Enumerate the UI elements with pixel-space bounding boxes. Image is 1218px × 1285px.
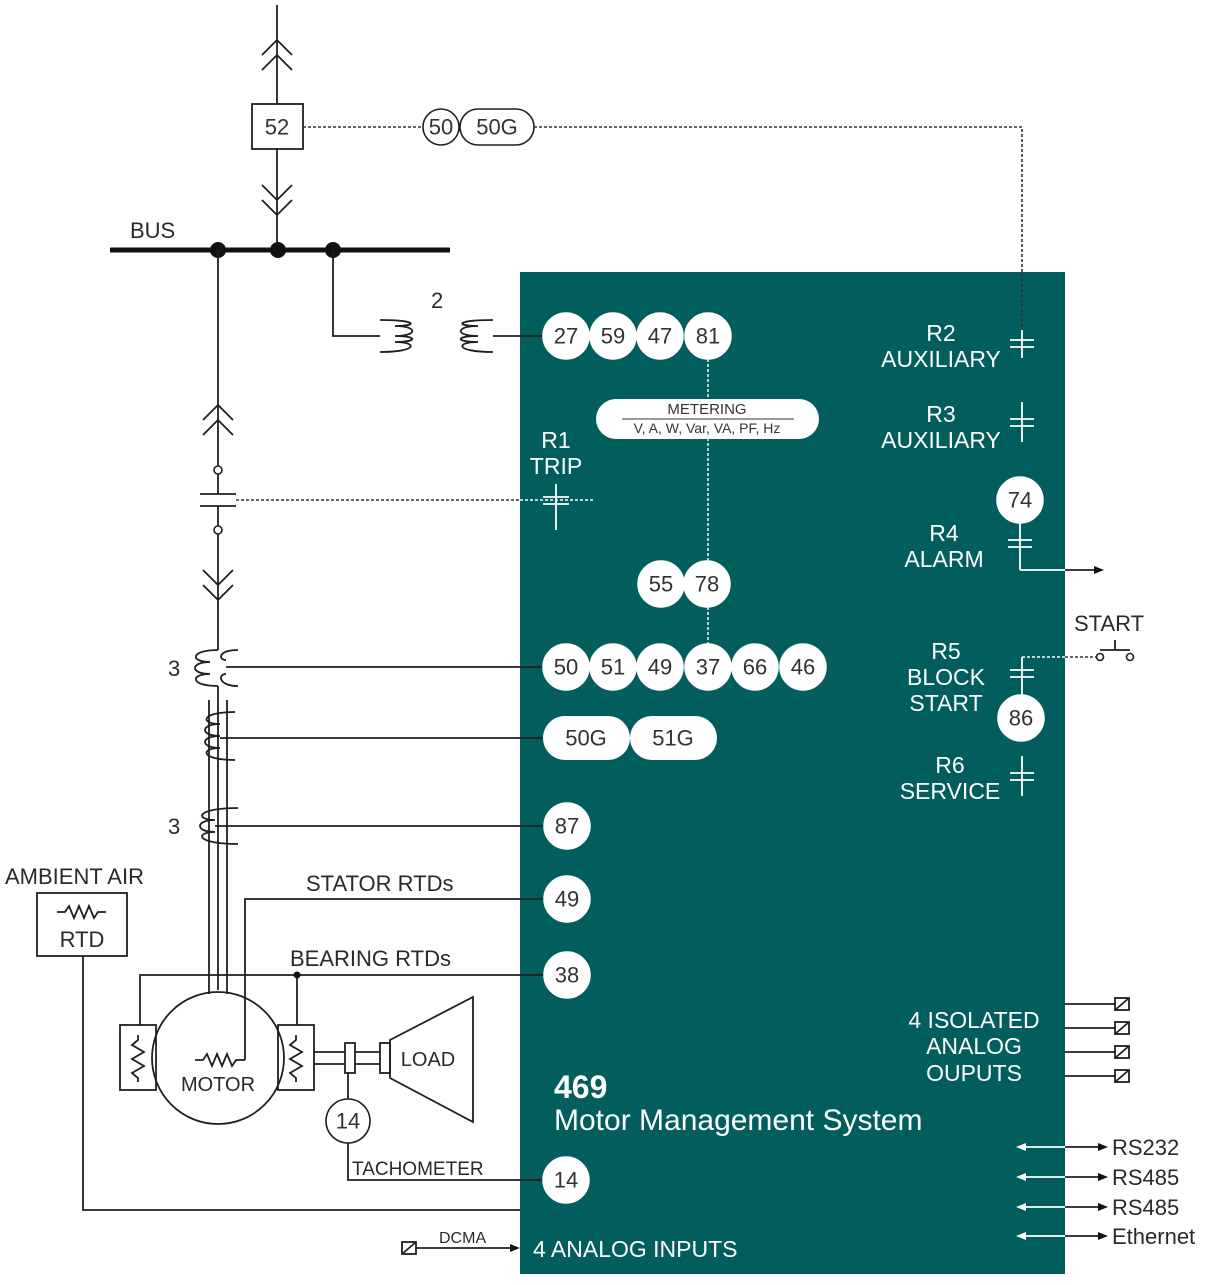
dcma-input: DCMA bbox=[401, 1230, 520, 1255]
ct-count-1: 3 bbox=[168, 656, 180, 681]
product-model: 469 bbox=[554, 1069, 607, 1105]
r4-bubble-label: 74 bbox=[1008, 488, 1032, 513]
r1-label: R1 bbox=[541, 427, 570, 453]
ct-group-2: 3 bbox=[168, 807, 545, 845]
ct-bubble-37: 37 bbox=[696, 655, 720, 680]
r2-aux-label: AUXILIARY bbox=[881, 346, 1001, 372]
ground-bubble-51g: 51G bbox=[652, 726, 694, 751]
mid-bubble-55: 55 bbox=[649, 572, 673, 597]
motor-feeder bbox=[200, 250, 236, 650]
r6-contact bbox=[1010, 756, 1034, 796]
r4-label: R4 bbox=[929, 520, 959, 546]
mid-bubbles: 55 78 bbox=[637, 560, 731, 608]
mid-bubble-78: 78 bbox=[695, 572, 719, 597]
load-label: LOAD bbox=[401, 1049, 455, 1071]
dcma-label: DCMA bbox=[439, 1230, 486, 1247]
bearing-rtds-label: BEARING RTDs bbox=[290, 946, 451, 971]
metering-subtitle: V, A, W, Var, VA, PF, Hz bbox=[634, 420, 781, 436]
analog-outputs-line1: 4 ISOLATED bbox=[908, 1007, 1039, 1033]
breaker-label: 52 bbox=[265, 115, 289, 140]
motor: MOTOR bbox=[119, 991, 315, 1125]
start-label: START bbox=[1074, 611, 1144, 636]
comm-rs232: RS232 bbox=[1112, 1135, 1179, 1160]
incoming-feeder bbox=[261, 5, 293, 248]
comm-rs485-2: RS485 bbox=[1112, 1195, 1179, 1220]
ground-bubbles: 50G 51G bbox=[543, 716, 717, 760]
top-bubble-50g bbox=[459, 108, 535, 146]
top-bubble-50 bbox=[422, 108, 460, 146]
analog-inputs-label: 4 ANALOG INPUTS bbox=[533, 1236, 738, 1262]
shaft-coupling bbox=[314, 1042, 391, 1100]
stator-rtds-label: STATOR RTDs bbox=[306, 871, 454, 896]
comm-rs485-1: RS485 bbox=[1112, 1165, 1179, 1190]
r5-bubble-label: 86 bbox=[1009, 706, 1033, 731]
ct-bubble-50: 50 bbox=[554, 655, 578, 680]
analog-outputs-line3: OUPUTS bbox=[926, 1060, 1022, 1086]
tach-bubble-label: 14 bbox=[554, 1168, 578, 1193]
ct-bubble-66: 66 bbox=[743, 655, 767, 680]
vt-bubble-59: 59 bbox=[601, 324, 625, 349]
vt-bubble-47: 47 bbox=[648, 324, 672, 349]
stator-bubble bbox=[543, 875, 591, 923]
ct-bubble-51: 51 bbox=[601, 655, 625, 680]
ground-bubble-50g: 50G bbox=[565, 726, 607, 751]
top-bubble-50-label: 50 bbox=[429, 115, 453, 140]
r1-trip-label: TRIP bbox=[530, 453, 582, 479]
rtd-label: RTD bbox=[60, 927, 105, 952]
r5-contact bbox=[1010, 656, 1065, 696]
start-switch bbox=[1065, 640, 1135, 662]
ct-bubbles: 50 51 49 37 66 46 bbox=[542, 643, 827, 691]
product-name: Motor Management System bbox=[554, 1104, 922, 1137]
r3-contact bbox=[1010, 402, 1034, 442]
r5-start-label: START bbox=[909, 690, 982, 716]
tach-sensor-label: 14 bbox=[336, 1109, 360, 1134]
comm-ports bbox=[1016, 1143, 1108, 1240]
tach-bubble bbox=[542, 1156, 590, 1204]
diff-bubble bbox=[543, 802, 591, 850]
vt-bubble-27: 27 bbox=[554, 324, 578, 349]
vt-count: 2 bbox=[431, 288, 443, 313]
ambient-air-label: AMBIENT AIR bbox=[5, 864, 144, 889]
r1-contact bbox=[543, 484, 569, 530]
r5-block-label: BLOCK bbox=[907, 664, 986, 690]
r6-service-label: SERVICE bbox=[900, 778, 1001, 804]
metering-title: METERING bbox=[667, 401, 746, 418]
ct-count-2: 3 bbox=[168, 814, 180, 839]
vt-branch: 2 bbox=[332, 250, 545, 353]
metering-box: METERING V, A, W, Var, VA, PF, Hz bbox=[596, 399, 819, 439]
r2-label: R2 bbox=[926, 320, 955, 346]
analog-output-terminals bbox=[1065, 997, 1130, 1083]
r6-label: R6 bbox=[935, 752, 964, 778]
tachometer-label: TACHOMETER bbox=[352, 1159, 484, 1180]
diff-bubble-label: 87 bbox=[555, 814, 579, 839]
load: LOAD bbox=[389, 995, 474, 1124]
vt-bubbles: 27 59 47 81 bbox=[542, 312, 732, 360]
comm-ethernet: Ethernet bbox=[1112, 1224, 1195, 1249]
stator-bubble-label: 49 bbox=[555, 887, 579, 912]
r5-bubble bbox=[997, 694, 1045, 742]
bearing-bubble bbox=[543, 951, 591, 999]
bus-label: BUS bbox=[130, 218, 175, 243]
vt-bubble-81: 81 bbox=[696, 324, 720, 349]
analog-outputs-line2: ANALOG bbox=[926, 1033, 1022, 1059]
r3-aux-label: AUXILIARY bbox=[881, 427, 1001, 453]
r2-contact bbox=[1010, 330, 1034, 358]
ambient-rtd-box: RTD bbox=[36, 892, 128, 957]
ct-bubble-49: 49 bbox=[648, 655, 672, 680]
r4-alarm-label: ALARM bbox=[904, 546, 983, 572]
breaker-52: 52 bbox=[251, 103, 304, 150]
ct-group-1: 3 bbox=[168, 649, 545, 700]
r5-label: R5 bbox=[931, 638, 960, 664]
bearing-bubble-label: 38 bbox=[555, 963, 579, 988]
r4-contact bbox=[1008, 523, 1065, 571]
r3-label: R3 bbox=[926, 401, 955, 427]
ct-bubble-46: 46 bbox=[791, 655, 815, 680]
motor-label: MOTOR bbox=[181, 1074, 255, 1096]
ground-ct bbox=[204, 700, 545, 990]
top-bubble-50g-label: 50G bbox=[476, 115, 518, 140]
